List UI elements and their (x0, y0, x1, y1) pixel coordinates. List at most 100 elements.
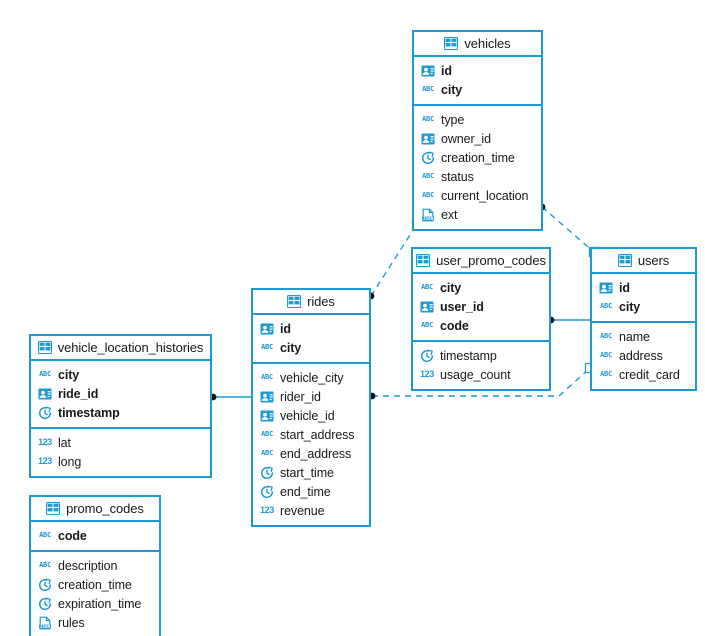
column-name: ride_id (58, 386, 99, 401)
column-row[interactable]: rider_id (253, 387, 369, 406)
column-name: end_address (280, 446, 352, 461)
column-row[interactable]: id (414, 61, 541, 80)
column-name: city (58, 367, 80, 382)
string-type-icon: ABC (422, 115, 434, 123)
column-row[interactable]: owner_id (414, 129, 541, 148)
key-column-icon (599, 281, 613, 295)
string-type-icon: ABC (421, 321, 433, 329)
table-header-vehicle_location_histories[interactable]: vehicle_location_histories (31, 336, 210, 361)
column-row[interactable]: timestamp (413, 346, 549, 365)
timestamp-type-icon (421, 151, 435, 165)
table-icon (444, 37, 459, 51)
table-title: vehicles (464, 36, 511, 51)
key-column-icon (260, 409, 274, 423)
table-header-users[interactable]: users (592, 249, 695, 274)
table-title: promo_codes (66, 501, 144, 516)
column-name: current_location (441, 188, 529, 203)
number-type-icon: 123 (38, 437, 52, 447)
timestamp-type-icon (260, 485, 274, 499)
column-name: code (58, 528, 87, 543)
key-column-icon (421, 64, 435, 78)
key-column-icon (421, 132, 435, 146)
column-row[interactable]: end_time (253, 482, 369, 501)
table-header-promo_codes[interactable]: promo_codes (31, 497, 159, 522)
table-icon (617, 254, 632, 268)
column-row[interactable]: JSON rules (31, 613, 159, 632)
column-row[interactable]: ABC name (592, 327, 695, 346)
key-column-icon (260, 390, 274, 404)
column-row[interactable]: creation_time (31, 575, 159, 594)
svg-text:JSON: JSON (423, 216, 434, 222)
json-type-icon: JSON (38, 616, 52, 630)
column-name: vehicle_city (280, 370, 344, 385)
svg-text:JSON: JSON (40, 624, 51, 630)
string-type-icon: ABC (39, 561, 51, 569)
column-row[interactable]: vehicle_id (253, 406, 369, 425)
primary-key-section-promo_codes: ABC code (31, 522, 159, 552)
column-row[interactable]: id (253, 319, 369, 338)
column-row[interactable]: ABC code (31, 526, 159, 545)
column-name: end_time (280, 484, 331, 499)
string-type-icon: ABC (261, 430, 273, 438)
table-title: user_promo_codes (436, 253, 546, 268)
table-header-user_promo_codes[interactable]: user_promo_codes (413, 249, 549, 274)
column-row[interactable]: ride_id (31, 384, 210, 403)
timestamp-type-icon (260, 466, 274, 480)
string-type-icon: ABC (261, 343, 273, 351)
column-name: rules (58, 615, 85, 630)
column-name: credit_card (619, 367, 680, 382)
timestamp-type-icon (38, 597, 52, 611)
column-name: name (619, 329, 650, 344)
column-name: id (441, 63, 452, 78)
column-row[interactable]: expiration_time (31, 594, 159, 613)
json-type-icon: JSON (421, 208, 435, 222)
timestamp-type-icon (420, 349, 434, 363)
string-type-icon: ABC (39, 531, 51, 539)
timestamp-type-icon (38, 578, 52, 592)
column-name: city (280, 340, 302, 355)
column-row[interactable]: timestamp (31, 403, 210, 422)
table-header-rides[interactable]: rides (253, 290, 369, 315)
string-type-icon: ABC (421, 283, 433, 291)
column-row[interactable]: start_time (253, 463, 369, 482)
column-row[interactable]: ABC city (253, 338, 369, 357)
column-name: creation_time (441, 150, 515, 165)
table-header-vehicles[interactable]: vehicles (414, 32, 541, 57)
column-row[interactable]: id (592, 278, 695, 297)
string-type-icon: ABC (600, 332, 612, 340)
column-row[interactable]: user_id (413, 297, 549, 316)
column-row[interactable]: creation_time (414, 148, 541, 167)
